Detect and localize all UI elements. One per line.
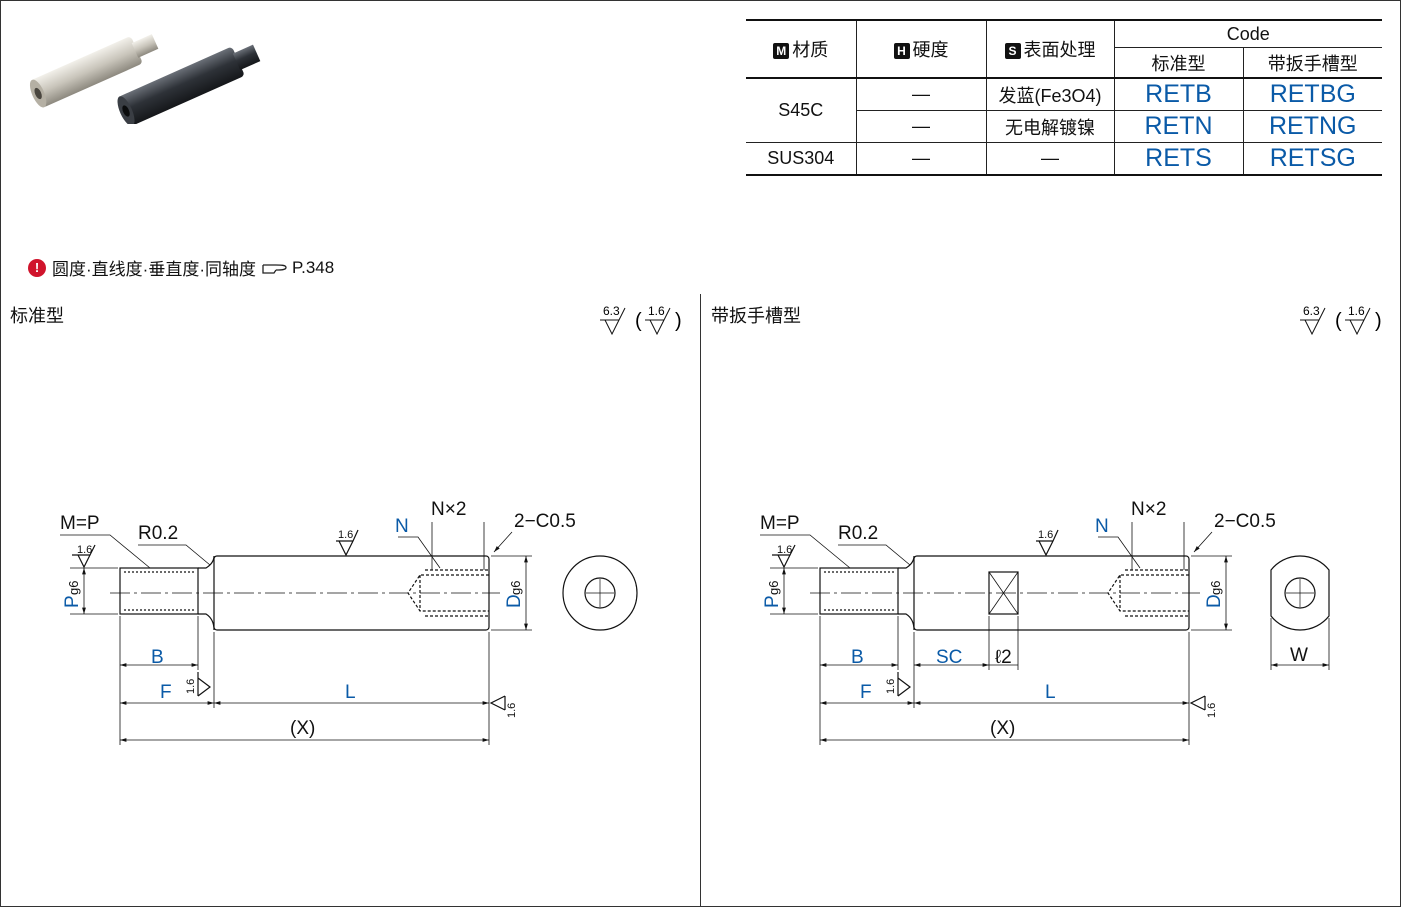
- note-text: 圆度·直线度·垂直度·同轴度: [52, 260, 256, 279]
- svg-text:g6: g6: [766, 581, 781, 595]
- svg-text:F: F: [860, 682, 872, 703]
- hardness-icon: H: [893, 43, 910, 59]
- svg-text:1.6: 1.6: [1038, 529, 1053, 541]
- material-cell: SUS304: [746, 142, 857, 176]
- svg-text:6.3: 6.3: [603, 304, 620, 318]
- svg-text:6.3: 6.3: [1303, 304, 1320, 318]
- svg-text:1.6: 1.6: [1206, 703, 1218, 718]
- hardness-cell: —: [855, 142, 987, 176]
- svg-text:L: L: [345, 682, 356, 703]
- header-code: Code: [1113, 19, 1382, 48]
- wrench-type-drawing: [760, 522, 1330, 745]
- svg-text:2−C0.5: 2−C0.5: [1214, 511, 1276, 532]
- svg-text:1.6: 1.6: [338, 529, 353, 541]
- hardness-cell: —: [855, 77, 987, 111]
- svg-text:(: (: [1335, 310, 1342, 332]
- material-icon: M: [773, 43, 790, 59]
- header-standard: 标准型: [1114, 47, 1244, 78]
- svg-text:1.6: 1.6: [777, 544, 792, 556]
- svg-text:N×2: N×2: [431, 499, 466, 520]
- svg-text:M=P: M=P: [60, 513, 100, 534]
- roughness-symbol-right: 6.3 ( 1.6 ): [1300, 304, 1382, 336]
- svg-text:(X): (X): [290, 718, 315, 739]
- surface-cell: —: [985, 142, 1115, 176]
- svg-text:F: F: [160, 682, 172, 703]
- svg-text:ℓ2: ℓ2: [995, 647, 1012, 668]
- svg-text:): ): [675, 310, 682, 332]
- product-photo: [29, 34, 261, 124]
- tolerance-note: ! 圆度·直线度·垂直度·同轴度 P.348: [28, 255, 334, 280]
- svg-text:N: N: [1095, 516, 1109, 537]
- svg-text:R0.2: R0.2: [838, 523, 878, 544]
- svg-text:1.6: 1.6: [506, 703, 518, 718]
- wrench-type-labels: M=P R0.2 1.6 1.6 N N×2 2−C0.5 P g6 D g6 …: [760, 499, 1308, 739]
- svg-text:1.6: 1.6: [77, 544, 92, 556]
- svg-text:g6: g6: [508, 581, 523, 595]
- svg-text:P: P: [62, 595, 83, 608]
- hardness-cell: —: [856, 110, 987, 143]
- code-wrench: RETNG: [1242, 110, 1382, 143]
- material-cell: S45C: [746, 77, 857, 143]
- svg-text:1.6: 1.6: [648, 304, 665, 318]
- svg-text:N×2: N×2: [1131, 499, 1166, 520]
- code-standard: RETN: [1113, 110, 1244, 143]
- svg-text:L: L: [1045, 682, 1056, 703]
- pointing-hand-icon: [262, 263, 287, 274]
- code-wrench: RETBG: [1242, 77, 1382, 111]
- svg-text:W: W: [1290, 645, 1308, 666]
- svg-text:D: D: [1204, 594, 1225, 608]
- svg-text:(X): (X): [990, 718, 1015, 739]
- svg-text:B: B: [851, 647, 864, 668]
- standard-type-drawing: [60, 522, 638, 745]
- svg-text:R0.2: R0.2: [138, 523, 178, 544]
- svg-text:2−C0.5: 2−C0.5: [514, 511, 576, 532]
- section-title-standard: 标准型: [10, 306, 64, 326]
- code-wrench: RETSG: [1242, 142, 1382, 176]
- svg-text:g6: g6: [1208, 581, 1223, 595]
- svg-text:1.6: 1.6: [885, 679, 897, 694]
- svg-text:D: D: [504, 594, 525, 608]
- svg-text:N: N: [395, 516, 409, 537]
- surface-cell: 发蓝(Fe3O4): [985, 77, 1115, 111]
- svg-text:B: B: [151, 647, 164, 668]
- svg-text:1.6: 1.6: [185, 679, 197, 694]
- note-ref[interactable]: P.348: [291, 257, 335, 277]
- header-wrench: 带扳手槽型: [1242, 47, 1382, 78]
- svg-text:g6: g6: [66, 581, 81, 595]
- section-title-wrench: 带扳手槽型: [711, 306, 801, 326]
- svg-text:1.6: 1.6: [1348, 304, 1365, 318]
- surface-icon: S: [1004, 43, 1021, 59]
- svg-text:SC: SC: [936, 647, 962, 668]
- standard-type-labels: M=P R0.2 1.6 1.6 N N×2 2−C0.5 P g6 D g6 …: [60, 499, 576, 739]
- svg-text:(: (: [635, 310, 642, 332]
- svg-text:P: P: [762, 595, 783, 608]
- code-standard: RETB: [1113, 77, 1244, 111]
- section-divider: [700, 294, 701, 906]
- svg-text:M=P: M=P: [760, 513, 800, 534]
- roughness-symbol-left: 6.3 ( 1.6 ): [600, 304, 682, 336]
- surface-cell: 无电解镀镍: [985, 110, 1115, 143]
- svg-text:): ): [1375, 310, 1382, 332]
- warning-icon: !: [28, 258, 46, 277]
